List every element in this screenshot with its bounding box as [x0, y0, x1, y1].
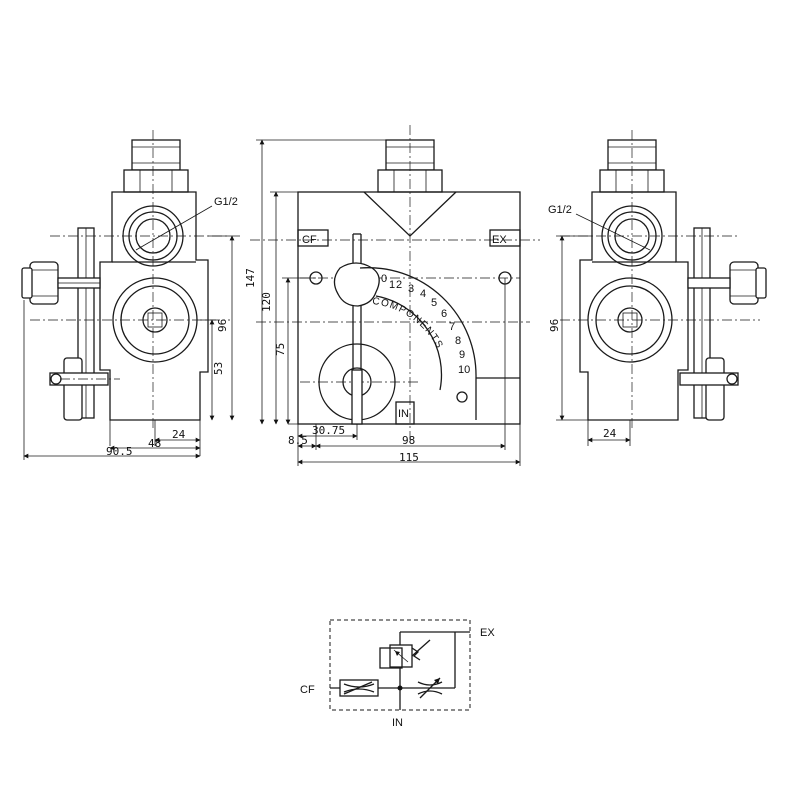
- front-view: CF EX 0 1 2 3 4 5 6 7 8 9 10 CO: [244, 125, 540, 466]
- schematic-ex-label: EX: [480, 627, 495, 639]
- front-dim-8-5: 8.5: [288, 434, 308, 447]
- hydraulic-schematic: EX CF IN: [300, 619, 495, 729]
- dial-num-5: 5: [431, 297, 437, 309]
- right-dim-96: 96: [548, 319, 561, 332]
- left-side-view: G1/2 96 53 24 48 90.5: [21, 130, 240, 460]
- dial-num-3: 3: [408, 283, 414, 295]
- dial-num-2: 2: [396, 279, 402, 291]
- left-dim-24: 24: [172, 428, 186, 441]
- schematic-cf-label: CF: [300, 684, 315, 696]
- front-dim-147: 147: [244, 268, 257, 288]
- left-dim-90-5: 90.5: [106, 445, 133, 458]
- front-dim-120: 120: [260, 292, 273, 312]
- right-dim-24: 24: [603, 427, 617, 440]
- schematic-in-label: IN: [392, 717, 403, 729]
- left-dim-96: 96: [216, 319, 229, 332]
- dial-num-1: 1: [389, 279, 395, 291]
- front-dim-75: 75: [274, 343, 287, 356]
- dial-num-7: 7: [449, 321, 455, 333]
- front-dim-98: 98: [402, 434, 415, 447]
- dial-num-0: 0: [381, 273, 387, 285]
- right-side-view: G1/2 96 24: [548, 130, 767, 446]
- dial-num-9: 9: [459, 349, 465, 361]
- right-port-label: G1/2: [548, 204, 572, 216]
- dial-num-10: 10: [458, 364, 470, 376]
- left-dim-48: 48: [148, 437, 161, 450]
- front-ex-label: EX: [492, 234, 507, 246]
- left-dim-53: 53: [212, 362, 225, 375]
- dial-num-4: 4: [420, 288, 426, 300]
- left-port-label: G1/2: [214, 196, 238, 208]
- front-in-label: IN: [398, 408, 409, 420]
- front-dim-30-75: 30.75: [312, 424, 345, 437]
- dial-num-8: 8: [455, 335, 461, 347]
- dial-num-6: 6: [441, 308, 447, 320]
- front-dim-115: 115: [399, 451, 419, 464]
